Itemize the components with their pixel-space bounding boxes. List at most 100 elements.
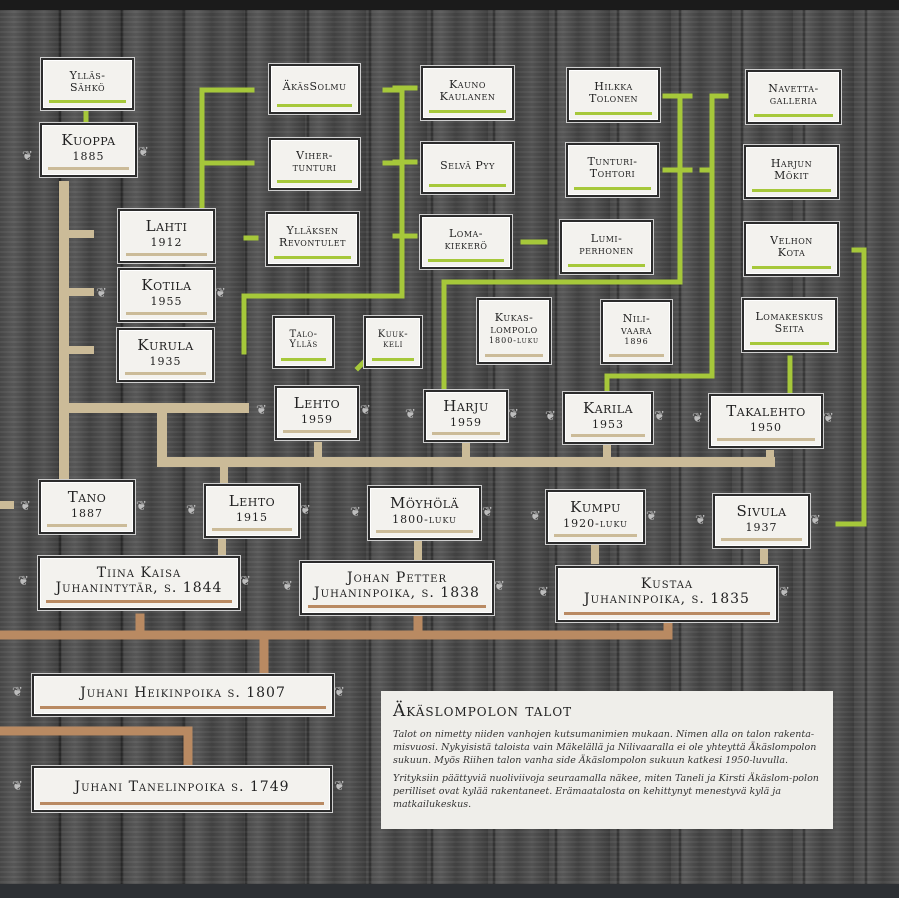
ornament-icon: ❦	[136, 499, 147, 514]
ornament-icon: ❦	[695, 513, 706, 528]
ornament-icon: ❦	[215, 286, 226, 301]
ornament-icon: ❦	[545, 409, 556, 424]
card-year: 1937	[745, 521, 778, 535]
card-bar	[574, 187, 651, 190]
card-year: 1896	[624, 337, 649, 347]
card-bar	[277, 180, 352, 183]
ornament-icon: ❦	[360, 403, 371, 418]
card-bar	[49, 100, 126, 103]
ornament-icon: ❦	[12, 685, 23, 700]
ornament-icon: ❦	[20, 499, 31, 514]
card-bar	[575, 112, 652, 115]
ornament-icon: ❦	[779, 585, 790, 600]
card-kuukkeli: Kuuk- keli	[366, 318, 420, 366]
card-yllaksen-revontulet: Ylläksen Revontulet	[268, 214, 357, 264]
card-kotila: Kotila 1955	[120, 270, 213, 320]
card-bar	[485, 354, 543, 357]
card-tiina-kaisa: Tiina Kaisa Juhanintytär, s. 1844	[40, 558, 238, 608]
card-year: 1887	[71, 507, 103, 521]
card-bar	[125, 372, 206, 375]
green-line	[441, 93, 693, 393]
card-year: 1955	[150, 295, 183, 309]
ornament-icon: ❦	[282, 579, 293, 594]
info-paragraph-2: Yrityksiin päättyviä nuoliviivoja seuraa…	[393, 773, 819, 811]
card-kustaa: Kustaa Juhaninpoika, s. 1835	[558, 568, 776, 620]
card-name: Kuoppa	[61, 131, 116, 150]
card-name: Harju	[443, 397, 489, 416]
card-name: Kukas- lompolo	[490, 311, 538, 336]
card-moyhola: Möyhölä 1800-luku	[370, 488, 479, 538]
card-bar	[554, 534, 637, 537]
card-name: Harjun Mökit	[770, 157, 813, 182]
card-bar	[281, 358, 326, 361]
ornament-icon: ❦	[186, 503, 197, 518]
tan-line	[157, 403, 775, 467]
card-bar	[432, 432, 500, 435]
card-name: Nili- vaara	[620, 312, 653, 337]
card-name: Talo- Ylläs	[289, 328, 318, 350]
card-bar	[277, 104, 352, 107]
green-line	[392, 85, 418, 239]
card-bar	[308, 605, 486, 608]
card-year: 1912	[150, 236, 183, 250]
card-name: Hilkka Tolonen	[588, 80, 639, 105]
ornament-icon: ❦	[530, 509, 541, 524]
top-edge	[0, 0, 899, 10]
card-name: Navetta- galleria	[768, 82, 819, 107]
ornament-icon: ❦	[240, 574, 251, 589]
card-bar	[750, 342, 829, 345]
green-line	[835, 247, 867, 527]
card-name: Möyhölä	[390, 494, 459, 513]
ornament-icon: ❦	[256, 403, 267, 418]
card-year: 1950	[750, 421, 782, 435]
card-name: Tano	[67, 488, 107, 507]
card-bar	[754, 114, 833, 117]
card-bar	[274, 256, 351, 259]
card-bar	[126, 253, 207, 256]
card-year: 1800-luku	[392, 513, 457, 527]
card-yllas-sahko: Ylläs- Sähkö	[43, 60, 132, 108]
card-kuoppa: Kuoppa 1885	[42, 125, 135, 175]
tan-line	[218, 536, 768, 564]
green-line	[199, 87, 255, 233]
card-bar	[212, 528, 292, 531]
card-lehto-1959: Lehto 1959	[277, 388, 357, 438]
card-name: ÄkäsSolmu	[282, 80, 347, 94]
card-bar	[126, 312, 207, 315]
card-bar	[568, 264, 645, 267]
card-hilkka-tolonen: Hilkka Tolonen	[569, 70, 658, 120]
card-name: Lehto	[228, 492, 276, 511]
card-name: Juhani Tanelinpoika s. 1749	[74, 778, 290, 795]
card-tano: Tano 1887	[41, 482, 133, 532]
ornament-icon: ❦	[350, 505, 361, 520]
tan-line	[60, 230, 94, 354]
ornament-icon: ❦	[334, 685, 345, 700]
card-name: Velhon Kota	[770, 234, 813, 259]
card-name: Lehto	[293, 394, 341, 413]
card-name: Sivula	[736, 502, 787, 521]
card-juhani-heikinpoika: Juhani Heikinpoika s. 1807	[34, 676, 332, 714]
ornament-icon: ❦	[482, 505, 493, 520]
card-navettagalleria: Navetta- galleria	[748, 72, 839, 122]
card-name: Kurula	[137, 336, 194, 355]
ornament-icon: ❦	[494, 579, 505, 594]
card-bar	[428, 259, 504, 262]
card-year: 1953	[592, 418, 624, 432]
card-bar	[40, 706, 326, 709]
card-bar	[752, 266, 831, 269]
ornament-icon: ❦	[96, 286, 107, 301]
card-name: Tiina Kaisa Juhanintytär, s. 1844	[55, 565, 223, 596]
card-name: Kustaa Juhaninpoika, s. 1835	[584, 576, 750, 607]
brown-line	[135, 613, 673, 679]
card-juhani-tanelinpoika: Juhani Tanelinpoika s. 1749	[34, 768, 330, 810]
card-name: Karila	[582, 399, 634, 418]
tan-line	[314, 442, 774, 466]
card-name: Selvä Pyy	[440, 159, 495, 173]
card-bar	[717, 438, 815, 441]
card-lumiperhonen: Lumi- perhonen	[562, 222, 651, 272]
ornament-icon: ❦	[300, 503, 311, 518]
ornament-icon: ❦	[538, 585, 549, 600]
card-year: 1915	[236, 511, 268, 525]
card-kukaslompolo: Kukas- lompolo 1800-luku	[479, 300, 549, 362]
